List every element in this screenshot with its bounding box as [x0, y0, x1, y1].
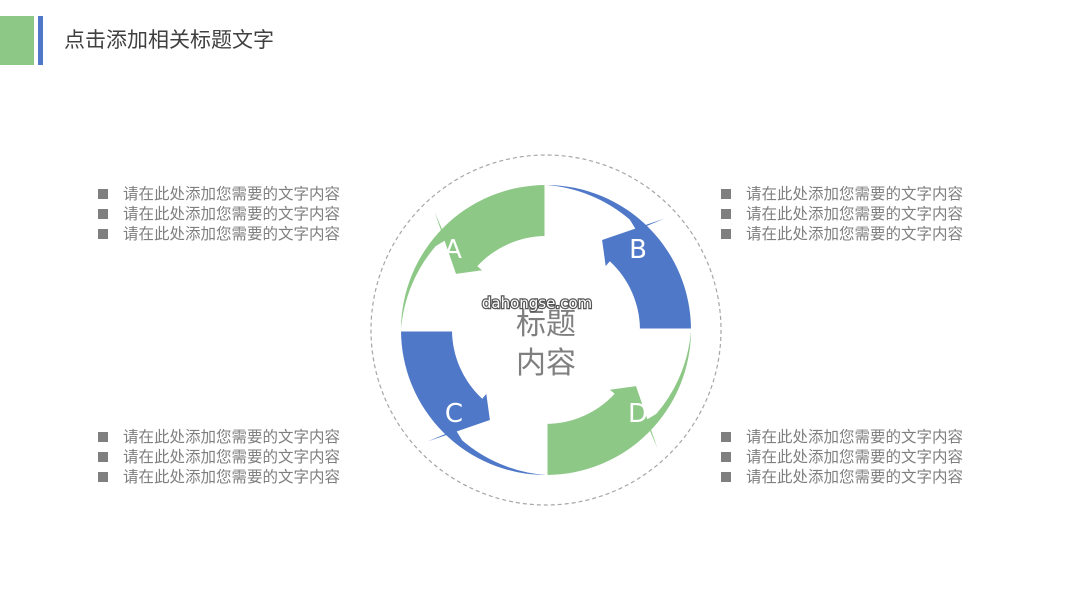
list-item[interactable]: 请在此处添加您需要的文字内容: [98, 447, 340, 467]
list-item[interactable]: 请在此处添加您需要的文字内容: [721, 447, 963, 467]
bullet-square-icon: [721, 472, 731, 482]
list-item-text: 请在此处添加您需要的文字内容: [746, 428, 964, 446]
list-item[interactable]: 请在此处添加您需要的文字内容: [98, 204, 340, 224]
bullet-square-icon: [98, 209, 108, 219]
list-item-text: 请在此处添加您需要的文字内容: [123, 185, 341, 203]
title-accent-blue-bar: [38, 16, 43, 65]
bullet-square-icon: [98, 472, 108, 482]
list-item-text: 请在此处添加您需要的文字内容: [746, 225, 964, 243]
bullet-square-icon: [98, 229, 108, 239]
list-item-text: 请在此处添加您需要的文字内容: [123, 468, 341, 486]
list-item-text: 请在此处添加您需要的文字内容: [123, 225, 341, 243]
bullet-square-icon: [98, 189, 108, 199]
bullet-list-bottom-left: 请在此处添加您需要的文字内容 请在此处添加您需要的文字内容 请在此处添加您需要的…: [98, 427, 340, 487]
list-item[interactable]: 请在此处添加您需要的文字内容: [98, 467, 340, 487]
bullet-square-icon: [721, 452, 731, 462]
bullet-square-icon: [721, 432, 731, 442]
list-item-text: 请在此处添加您需要的文字内容: [746, 205, 964, 223]
bullet-square-icon: [98, 452, 108, 462]
list-item[interactable]: 请在此处添加您需要的文字内容: [98, 224, 340, 244]
segment-a-label: A: [444, 235, 462, 265]
segment-a[interactable]: [401, 185, 546, 330]
segment-d[interactable]: [546, 330, 691, 475]
bullet-square-icon: [98, 432, 108, 442]
watermark-text: dahongse.com: [482, 294, 592, 312]
list-item[interactable]: 请在此处添加您需要的文字内容: [721, 467, 963, 487]
center-title-line1[interactable]: 标题: [516, 307, 576, 342]
list-item-text: 请在此处添加您需要的文字内容: [123, 428, 341, 446]
title-accent-green-bar: [0, 16, 34, 65]
list-item-text: 请在此处添加您需要的文字内容: [123, 448, 341, 466]
list-item-text: 请在此处添加您需要的文字内容: [746, 448, 964, 466]
bullet-list-top-right: 请在此处添加您需要的文字内容 请在此处添加您需要的文字内容 请在此处添加您需要的…: [721, 184, 963, 244]
list-item[interactable]: 请在此处添加您需要的文字内容: [721, 204, 963, 224]
list-item-text: 请在此处添加您需要的文字内容: [746, 185, 964, 203]
list-item[interactable]: 请在此处添加您需要的文字内容: [721, 184, 963, 204]
segment-c[interactable]: [401, 330, 546, 475]
list-item-text: 请在此处添加您需要的文字内容: [123, 205, 341, 223]
bullet-square-icon: [721, 229, 731, 239]
list-item[interactable]: 请在此处添加您需要的文字内容: [721, 224, 963, 244]
page-title[interactable]: 点击添加相关标题文字: [64, 28, 274, 52]
center-title-line2[interactable]: 内容: [516, 346, 576, 381]
dashed-outer-circle: [370, 154, 722, 506]
list-item[interactable]: 请在此处添加您需要的文字内容: [98, 184, 340, 204]
bullet-list-bottom-right: 请在此处添加您需要的文字内容 请在此处添加您需要的文字内容 请在此处添加您需要的…: [721, 427, 963, 487]
bullet-square-icon: [721, 189, 731, 199]
segment-c-label: C: [445, 399, 463, 429]
list-item[interactable]: 请在此处添加您需要的文字内容: [98, 427, 340, 447]
list-item[interactable]: 请在此处添加您需要的文字内容: [721, 427, 963, 447]
bullet-list-top-left: 请在此处添加您需要的文字内容 请在此处添加您需要的文字内容 请在此处添加您需要的…: [98, 184, 340, 244]
list-item-text: 请在此处添加您需要的文字内容: [746, 468, 964, 486]
segment-b[interactable]: [546, 185, 691, 330]
bullet-square-icon: [721, 209, 731, 219]
segment-b-label: B: [629, 235, 647, 265]
segment-d-label: D: [628, 399, 648, 429]
